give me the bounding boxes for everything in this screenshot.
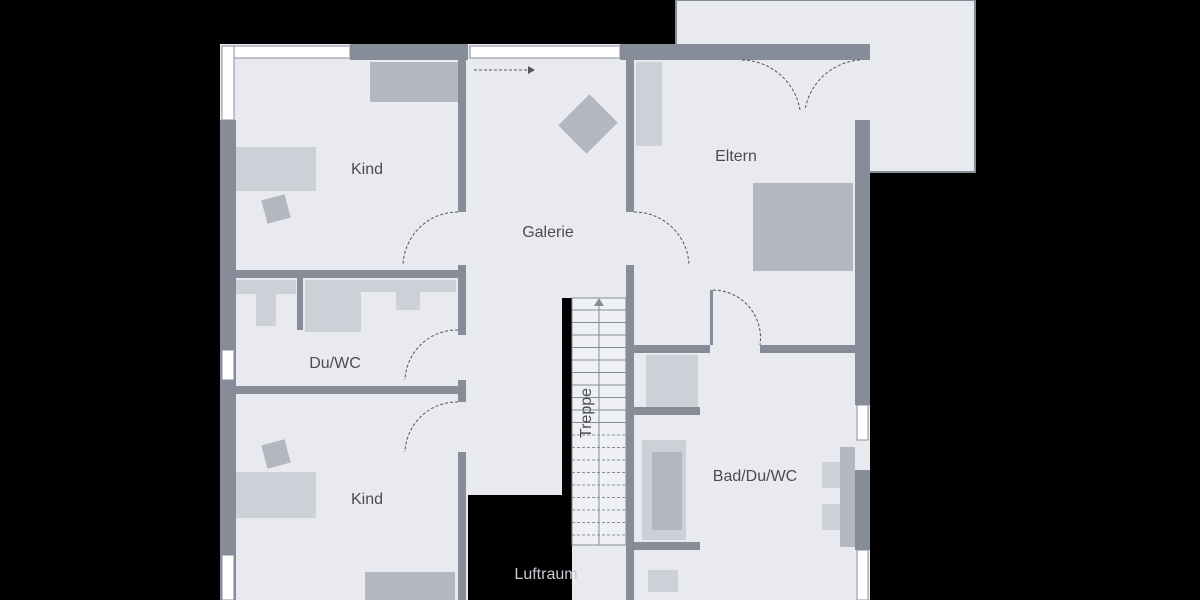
room-label-galerie: Galerie bbox=[522, 224, 574, 241]
room-label-du-wc: Du/WC bbox=[309, 355, 361, 372]
furniture bbox=[236, 62, 855, 600]
windows bbox=[221, 45, 869, 600]
room-label-kind-top: Kind bbox=[351, 161, 383, 178]
room-label-luftraum: Luftraum bbox=[514, 566, 577, 583]
interior-walls bbox=[236, 60, 855, 600]
stair-steps bbox=[572, 309, 626, 536]
room-label-bad: Bad/Du/WC bbox=[713, 468, 797, 485]
luftraum-void bbox=[468, 495, 568, 600]
room-label-kind-bottom: Kind bbox=[351, 491, 383, 508]
room-label-treppe: Treppe bbox=[578, 388, 595, 438]
room-label-eltern: Eltern bbox=[715, 148, 757, 165]
door-swings bbox=[402, 59, 861, 453]
staircase bbox=[571, 297, 627, 546]
